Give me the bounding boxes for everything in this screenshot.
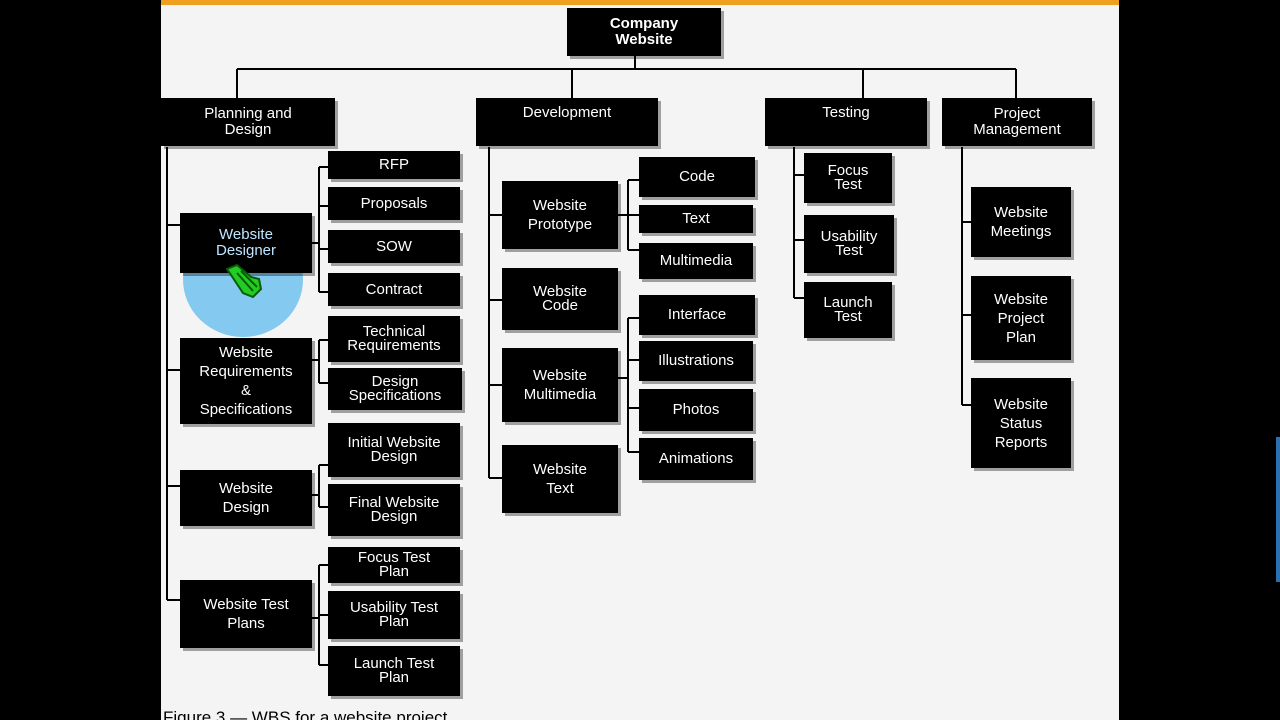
node-proposals[interactable]: Proposals (328, 187, 460, 220)
node-website-meetings[interactable]: Website Meetings (971, 187, 1071, 257)
node-launch-test-plan[interactable]: Launch Test Plan (328, 646, 460, 696)
node-code[interactable]: Code (639, 157, 755, 197)
node-website-multimedia[interactable]: Website Multimedia (502, 348, 618, 422)
cursor-hand-icon (225, 263, 263, 299)
branch-testing[interactable]: Testing (765, 98, 927, 146)
root-node[interactable]: Company Website (567, 8, 721, 56)
right-edge-strip (1276, 437, 1280, 582)
node-website-text[interactable]: Website Text (502, 445, 618, 513)
node-website-requirements[interactable]: Website Requirements & Specifications (180, 338, 312, 424)
node-sow[interactable]: SOW (328, 230, 460, 263)
node-interface[interactable]: Interface (639, 295, 755, 335)
slide: Company Website Planning and Design Deve… (161, 0, 1119, 720)
node-illustrations[interactable]: Illustrations (639, 341, 753, 381)
branch-development[interactable]: Development (476, 98, 658, 146)
node-website-test-plans[interactable]: Website Test Plans (180, 580, 312, 648)
node-usability-test[interactable]: Usability Test (804, 215, 894, 273)
node-animations[interactable]: Animations (639, 438, 753, 480)
node-contract[interactable]: Contract (328, 273, 460, 306)
node-initial-website-design[interactable]: Initial Website Design (328, 423, 460, 477)
node-website-project-plan[interactable]: Website Project Plan (971, 276, 1071, 360)
node-rfp[interactable]: RFP (328, 151, 460, 179)
branch-project-management[interactable]: Project Management (942, 98, 1092, 146)
node-website-prototype[interactable]: Website Prototype (502, 181, 618, 249)
branch-planning-design[interactable]: Planning and Design (161, 98, 335, 146)
accent-bar (161, 0, 1119, 5)
node-website-design[interactable]: Website Design (180, 470, 312, 526)
node-focus-test-plan[interactable]: Focus Test Plan (328, 547, 460, 583)
node-design-specifications[interactable]: Design Specifications (328, 368, 462, 410)
node-final-website-design[interactable]: Final Website Design (328, 484, 460, 536)
node-multimedia[interactable]: Multimedia (639, 243, 753, 279)
connector-lines (166, 56, 1017, 666)
node-technical-requirements[interactable]: Technical Requirements (328, 316, 460, 362)
figure-caption: Figure 3 — WBS for a website project (163, 708, 448, 720)
node-photos[interactable]: Photos (639, 389, 753, 431)
node-text[interactable]: Text (639, 205, 753, 233)
node-website-status-reports[interactable]: Website Status Reports (971, 378, 1071, 468)
node-launch-test[interactable]: Launch Test (804, 282, 892, 338)
node-website-designer[interactable]: Website Designer (180, 213, 312, 273)
node-focus-test[interactable]: Focus Test (804, 153, 892, 203)
node-usability-test-plan[interactable]: Usability Test Plan (328, 591, 460, 639)
node-website-code[interactable]: Website Code (502, 268, 618, 330)
